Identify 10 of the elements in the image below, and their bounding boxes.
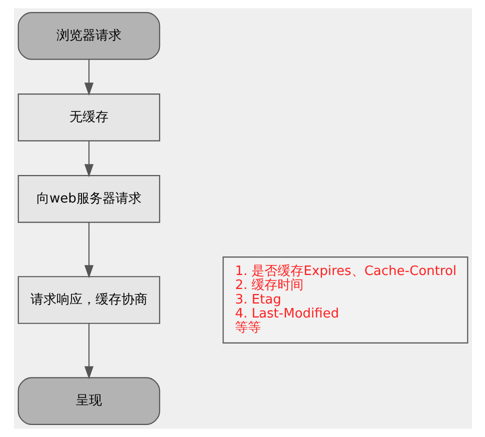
node-box: 无缓存 <box>17 94 160 142</box>
node-box: 请求响应，缓存协商 <box>17 276 160 324</box>
arrow <box>84 60 94 96</box>
node-box: 1. 是否缓存Expires、Cache-Control 2. 缓存时间 3. Etag 4. Last-Modified 等等 <box>222 256 468 344</box>
arrow <box>84 324 94 380</box>
node-box: 向web服务器请求 <box>17 175 160 223</box>
node-box: 浏览器请求 <box>17 12 160 60</box>
arrow <box>84 141 94 178</box>
node-box: 呈现 <box>17 377 160 425</box>
arrow <box>84 222 94 278</box>
